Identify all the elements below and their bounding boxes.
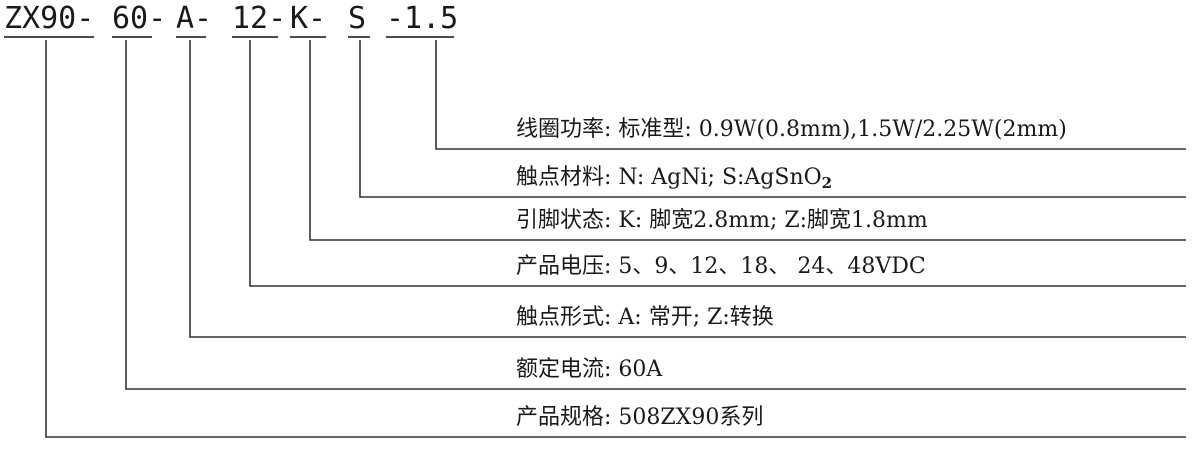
- desc-pin-state-text: 引脚状态: K: 脚宽2.8mm; Z:脚宽1.8mm: [516, 208, 928, 233]
- desc-contact-form: 触点形式: A: 常开; Z:转换: [516, 305, 774, 330]
- desc-product-voltage-text: 产品电压: 5、9、12、18、 24、48VDC: [516, 254, 926, 279]
- desc-coil-power: 线圈功率: 标准型: 0.9W(0.8mm),1.5W/2.25W(2mm): [516, 117, 1067, 142]
- desc-product-spec: 产品规格: 508ZX90系列: [516, 405, 763, 430]
- desc-rated-current-text: 额定电流: 60A: [516, 357, 663, 382]
- code-seg-pin: K-: [290, 1, 326, 36]
- code-seg-voltage-leader: [249, 40, 1186, 287]
- leader-lines: [45, 40, 1186, 438]
- desc-contact-material-text: 触点材料: N: AgNi; S:AgSnO: [516, 165, 822, 190]
- desc-contact-material-subscript: 2: [822, 174, 832, 192]
- desc-pin-state: 引脚状态: K: 脚宽2.8mm; Z:脚宽1.8mm: [516, 208, 928, 233]
- descriptions: 线圈功率: 标准型: 0.9W(0.8mm),1.5W/2.25W(2mm) 触点…: [516, 117, 1067, 430]
- code-seg-coil-power-leader: [435, 40, 1186, 150]
- desc-coil-power-text: 线圈功率: 标准型: 0.9W(0.8mm),1.5W/2.25W(2mm): [516, 117, 1067, 142]
- code-seg-contact-form: A-: [176, 1, 212, 36]
- code-seg-material-leader: [359, 40, 1186, 198]
- code-seg-contact-form-leader: [189, 40, 1186, 338]
- part-number-code: ZX90- 60- A- 12-K- S -1.5: [4, 1, 458, 38]
- desc-product-voltage: 产品电压: 5、9、12、18、 24、48VDC: [516, 254, 926, 279]
- code-seg-voltage: 12-: [232, 1, 286, 36]
- desc-product-spec-text: 产品规格: 508ZX90系列: [516, 405, 763, 430]
- desc-contact-form-text: 触点形式: A: 常开; Z:转换: [516, 305, 774, 330]
- code-seg-coil-power: -1.5: [386, 1, 458, 36]
- code-seg-pin-leader: [309, 40, 1186, 241]
- code-seg-series-leader: [45, 40, 1186, 438]
- code-seg-material: S: [348, 1, 366, 36]
- code-seg-current-leader: [125, 40, 1186, 390]
- code-seg-series: ZX90-: [4, 1, 94, 36]
- desc-rated-current: 额定电流: 60A: [516, 357, 663, 382]
- desc-contact-material: 触点材料: N: AgNi; S:AgSnO2: [516, 165, 832, 192]
- code-seg-current: 60-: [112, 1, 166, 36]
